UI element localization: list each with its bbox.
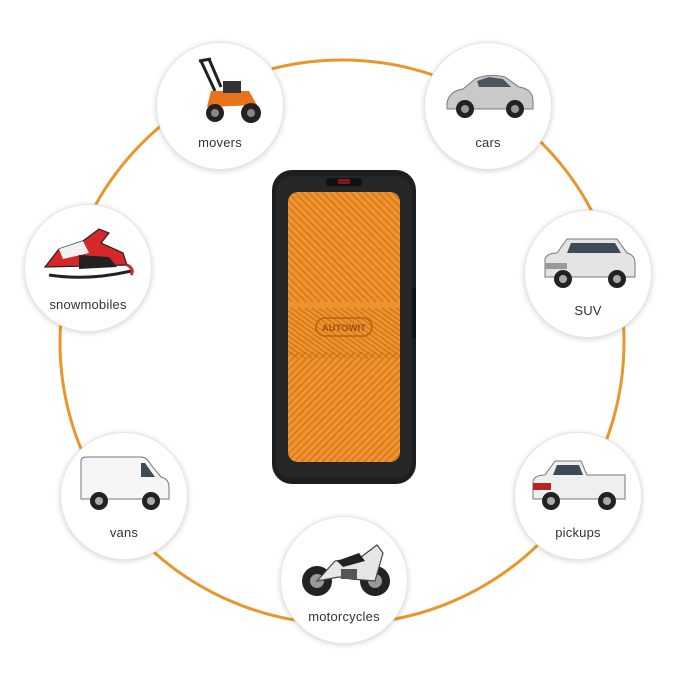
- vehicle-node-motorcycles: motorcycles: [280, 516, 408, 644]
- vehicle-label: movers: [198, 135, 242, 150]
- vehicle-label: snowmobiles: [49, 297, 127, 312]
- van-icon: [80, 456, 170, 510]
- vehicle-node-vans: vans: [60, 432, 188, 560]
- sedan-car-icon: [446, 74, 534, 118]
- vehicle-label: pickups: [555, 525, 601, 540]
- suv-icon: [544, 238, 636, 288]
- snowmobile-icon: [43, 228, 134, 279]
- lawn-mower-icon: [198, 57, 261, 123]
- vehicle-node-snowmobiles: snowmobiles: [24, 204, 152, 332]
- pickup-truck-icon: [532, 460, 626, 510]
- vehicle-label: cars: [475, 135, 501, 150]
- vehicle-node-movers: movers: [156, 42, 284, 170]
- vehicle-node-pickups: pickups: [514, 432, 642, 560]
- vehicle-node-cars: cars: [424, 42, 552, 170]
- motorcycle-icon: [302, 544, 390, 596]
- vehicle-label: SUV: [574, 303, 602, 318]
- vehicle-node-suv: SUV: [524, 210, 652, 338]
- brand-logo: AUTOWIT: [322, 323, 366, 334]
- vehicle-label: vans: [109, 525, 139, 540]
- vehicle-label: motorcycles: [308, 609, 380, 624]
- jump-starter-device: AUTOWIT: [272, 170, 416, 484]
